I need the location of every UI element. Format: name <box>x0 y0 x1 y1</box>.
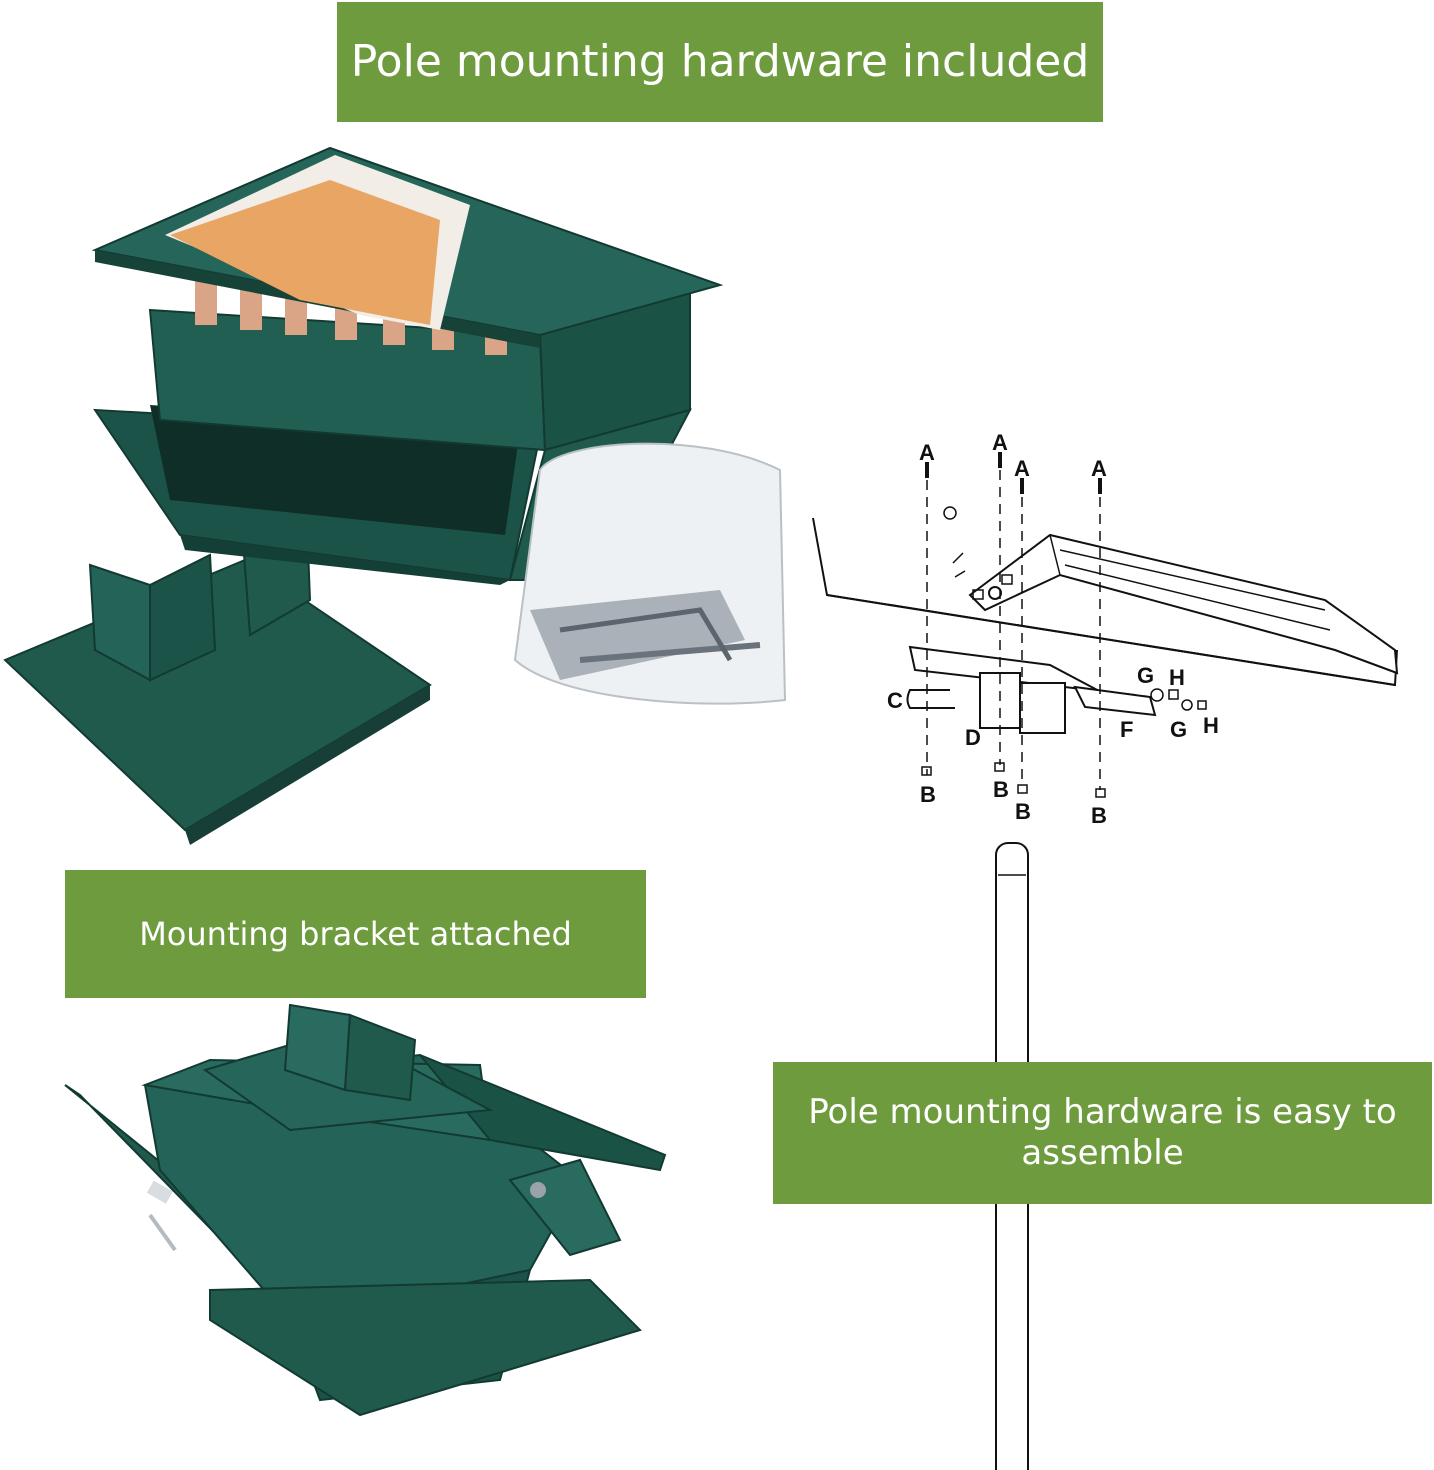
label-a-3: A <box>1014 456 1030 481</box>
assembly-diagram: A A A A B B B B C D F G H G H <box>812 430 1399 1470</box>
banner-text: Pole mounting hardware is easy to assemb… <box>808 1092 1397 1173</box>
feeder-photo-top <box>3 146 787 845</box>
label-h-2: H <box>1203 713 1219 738</box>
banner-easy-assemble: Pole mounting hardware is easy to assemb… <box>773 1062 1432 1204</box>
label-f: F <box>1120 717 1133 742</box>
label-a-1: A <box>919 440 935 465</box>
label-a-4: A <box>1091 456 1107 481</box>
label-b-2: B <box>993 777 1009 802</box>
banner-text: Pole mounting hardware included <box>350 35 1090 87</box>
label-b-3: B <box>1015 799 1031 824</box>
label-h-1: H <box>1169 665 1185 690</box>
label-a-2: A <box>992 430 1008 455</box>
banner-text: Mounting bracket attached <box>139 914 572 953</box>
label-d: D <box>965 725 981 750</box>
label-g-1: G <box>1137 663 1154 688</box>
label-g-2: G <box>1170 717 1187 742</box>
banner-hardware-included: Pole mounting hardware included <box>337 2 1103 122</box>
banner-bracket-attached: Mounting bracket attached <box>65 870 646 998</box>
label-b-1: B <box>920 782 936 807</box>
feeder-photo-bottom <box>64 1003 667 1417</box>
label-b-4: B <box>1091 803 1107 828</box>
label-c: C <box>887 688 903 713</box>
